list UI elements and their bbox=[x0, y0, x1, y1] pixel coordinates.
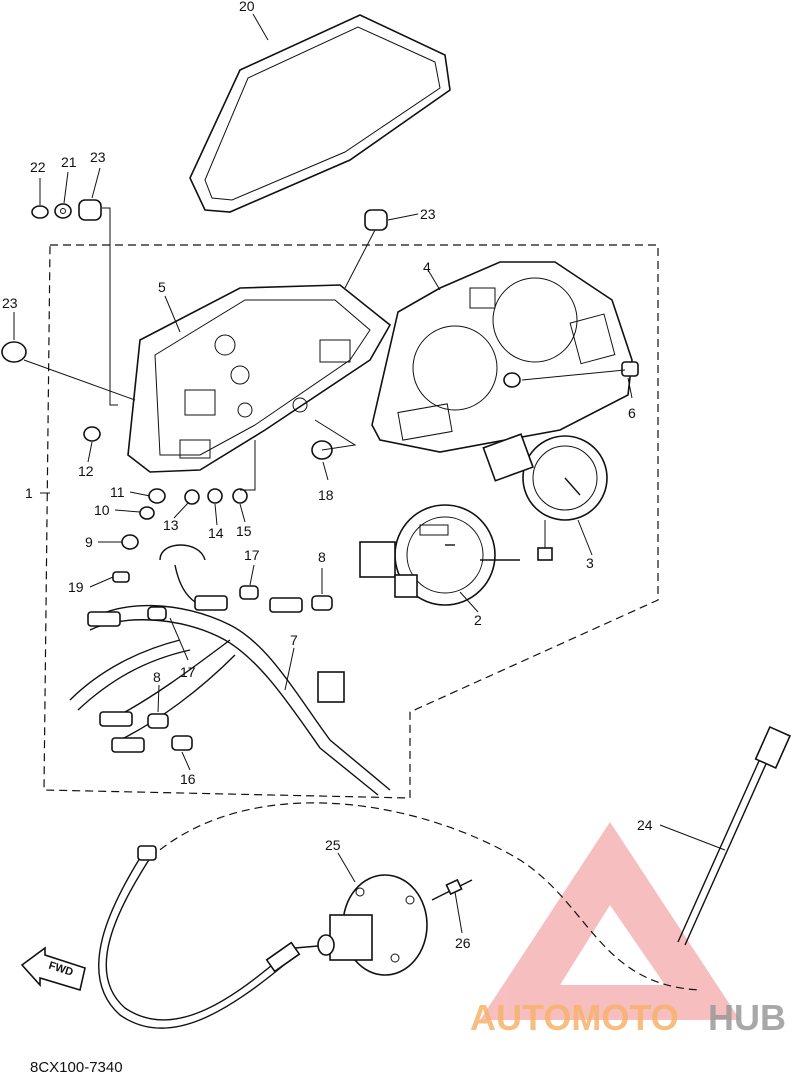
part-16-bulb bbox=[171, 735, 193, 751]
part-26-pin bbox=[431, 878, 473, 901]
part-9-bolt bbox=[121, 534, 139, 550]
watermark-part1: AUTOMOTO bbox=[470, 997, 679, 1038]
part-7-harness bbox=[69, 544, 391, 796]
label-23-c: 23 bbox=[2, 295, 18, 311]
part-11-washer bbox=[148, 488, 166, 504]
label-14: 14 bbox=[208, 525, 224, 541]
part-8-bulb-a bbox=[311, 595, 333, 611]
label-22: 22 bbox=[30, 159, 46, 175]
part-17-bulb-a bbox=[239, 585, 259, 600]
part-21-washer bbox=[54, 203, 72, 219]
part-19-bolt bbox=[112, 571, 130, 583]
part-24-cable bbox=[677, 725, 792, 946]
label-17-a: 17 bbox=[244, 547, 260, 563]
label-20: 20 bbox=[239, 0, 255, 14]
part-12-bolt bbox=[83, 426, 101, 442]
fwd-arrow-icon: FWD bbox=[20, 946, 86, 992]
label-16: 16 bbox=[180, 771, 196, 787]
label-13: 13 bbox=[163, 517, 179, 533]
part-22-nut bbox=[31, 205, 49, 219]
label-3: 3 bbox=[586, 555, 594, 571]
label-5: 5 bbox=[158, 279, 166, 295]
label-25: 25 bbox=[325, 837, 341, 853]
label-9: 9 bbox=[85, 534, 93, 550]
label-19: 19 bbox=[68, 579, 84, 595]
part-14-washer bbox=[207, 488, 223, 504]
part-3-tachometer bbox=[482, 433, 608, 561]
label-6: 6 bbox=[628, 405, 636, 421]
label-12: 12 bbox=[78, 463, 94, 479]
label-18: 18 bbox=[318, 487, 334, 503]
label-26: 26 bbox=[455, 935, 471, 951]
leader-lines bbox=[13, 13, 726, 934]
label-23-a: 23 bbox=[90, 149, 106, 165]
part-2-speedometer bbox=[359, 504, 520, 606]
part-8-bulb-b bbox=[147, 713, 169, 729]
part-bulb-small bbox=[503, 372, 521, 388]
watermark-text: AUTOMOTO HUB bbox=[470, 997, 786, 1038]
part-6-bulb bbox=[621, 361, 639, 377]
label-17-b: 17 bbox=[180, 664, 196, 680]
label-23-b: 23 bbox=[420, 206, 436, 222]
assembly-boundary bbox=[43, 244, 659, 799]
label-24: 24 bbox=[637, 817, 653, 833]
cable-route bbox=[149, 802, 701, 991]
part-17-bulb-b bbox=[147, 606, 167, 621]
part-13-washer bbox=[184, 489, 200, 505]
part-5-housing bbox=[127, 284, 392, 473]
part-15-washer bbox=[232, 488, 248, 504]
part-speed-cable bbox=[98, 845, 319, 1029]
label-15: 15 bbox=[236, 523, 252, 539]
part-23-grommet-c bbox=[1, 341, 27, 363]
part-23-grommet-b bbox=[364, 209, 388, 231]
label-11: 11 bbox=[110, 484, 125, 500]
diagram-code: 8CX100-7340 bbox=[30, 1059, 123, 1076]
label-4: 4 bbox=[423, 259, 431, 275]
label-1: 1 bbox=[25, 485, 33, 501]
part-10-washer bbox=[139, 506, 155, 520]
label-2: 2 bbox=[474, 612, 482, 628]
label-8-b: 8 bbox=[153, 669, 161, 685]
label-21: 21 bbox=[61, 154, 77, 170]
label-10: 10 bbox=[94, 502, 110, 518]
part-25-gear-unit bbox=[317, 874, 428, 976]
part-20-seal bbox=[189, 14, 451, 213]
watermark-part2: HUB bbox=[708, 997, 786, 1038]
part-labels: 20 22 21 23 23 23 5 4 6 3 2 18 8 7 17 17… bbox=[2, 0, 653, 951]
watermark-logo bbox=[480, 822, 740, 1020]
part-23-grommet-a bbox=[78, 199, 102, 221]
part-4-panel bbox=[371, 261, 633, 453]
label-8-a: 8 bbox=[318, 549, 326, 565]
label-7: 7 bbox=[290, 632, 298, 648]
